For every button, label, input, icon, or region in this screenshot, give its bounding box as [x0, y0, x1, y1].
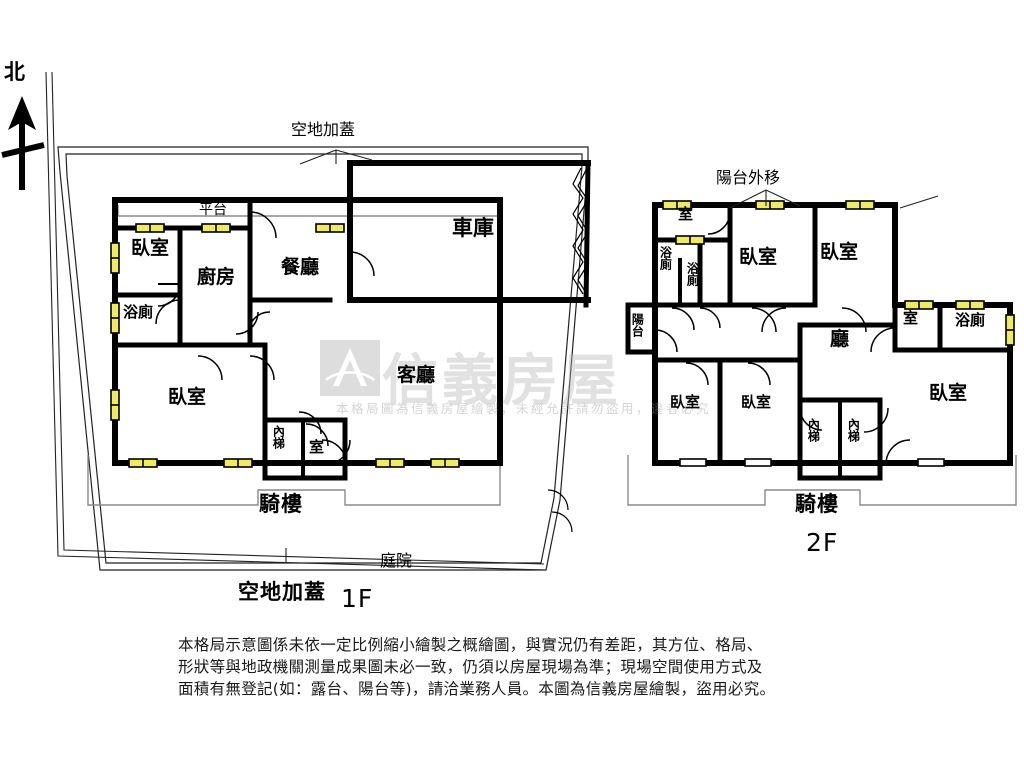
- label-courtyard-1f: 庭院: [380, 551, 413, 570]
- label-balcony-move-2f: 陽台外移: [716, 168, 781, 187]
- room-hall-2f: 廳: [830, 328, 850, 350]
- leader-lines-1f: [285, 149, 373, 563]
- room-bedroom-n2-2f: 臥室: [820, 241, 859, 263]
- label-cover-bottom-1f: 空地加蓋: [238, 580, 326, 604]
- label-platform-1f: 平台: [199, 202, 227, 218]
- room-kitchen-1f: 廚房: [197, 266, 236, 288]
- room-stair-2-2f: 內梯: [846, 418, 861, 442]
- room-bedroom-e-2f: 臥室: [929, 382, 968, 404]
- doors-2f: [654, 211, 911, 465]
- room-bath-w-1f: 浴廁: [123, 303, 154, 321]
- room-stair-1f: 內梯: [271, 425, 286, 449]
- walls-1f: [112, 160, 591, 481]
- floor-label-1f: 1F: [341, 584, 374, 613]
- room-bedroom-s2-2f: 臥室: [741, 393, 772, 411]
- floor-label-2f: 2F: [806, 528, 839, 557]
- disclaimer-line-3: 面積有無登記(如：露台、陽台等)，請洽業務人員。本圖為信義房屋繪製，盜用必究。: [178, 680, 776, 698]
- room-bath-nw-2f: 浴廁: [658, 246, 673, 270]
- room-bedroom-sw-1f: 臥室: [168, 386, 207, 408]
- leader-lines-2f: [729, 189, 939, 209]
- room-stair-1-2f: 內梯: [806, 418, 821, 442]
- room-bedroom-s1-2f: 臥室: [670, 393, 701, 411]
- garage-door-1f: [572, 167, 589, 297]
- label-arcade-1f: 騎樓: [259, 492, 303, 516]
- room-balcony-w-2f: 陽台: [630, 313, 645, 337]
- disclaimer-text: 本格局示意圖係未依一定比例縮小繪製之概繪圖，與實況仍有差距，其方位、格局、 形狀…: [178, 634, 858, 700]
- disclaimer-line-1: 本格局示意圖係未依一定比例縮小繪製之概繪圖，與實況仍有差距，其方位、格局、: [178, 636, 763, 654]
- gate-1f: [547, 489, 573, 533]
- north-label: 北: [4, 60, 25, 84]
- room-dining-1f: 餐廳: [281, 256, 320, 278]
- site-boundary-1f: [57, 146, 589, 571]
- arcade-outline-2f: [627, 455, 1017, 506]
- room-bath-nw2-2f: 浴廁: [685, 262, 700, 286]
- label-arcade-2f: 騎樓: [795, 492, 839, 516]
- room-room-nw-2f: 室: [678, 205, 694, 223]
- room-bath-e-2f: 浴廁: [955, 311, 986, 329]
- openings-2f: [679, 458, 945, 467]
- room-living-1f: 客廳: [397, 364, 436, 386]
- doors-1f: [155, 211, 375, 465]
- room-garage-1f: 車庫: [452, 216, 494, 240]
- room-bedroom-n1-2f: 臥室: [739, 246, 778, 268]
- room-room-s-1f: 室: [309, 438, 325, 456]
- courtyard-edge: [45, 71, 547, 571]
- room-bedroom-nw-1f: 臥室: [131, 237, 170, 259]
- disclaimer-line-2: 形狀等與地政機關測量成果圖未必一致，仍須以房屋現場為準；現場空間使用方式及: [178, 658, 763, 676]
- north-arrow: [1, 96, 45, 190]
- walls-2f: [625, 202, 1013, 481]
- room-room-e-2f: 室: [903, 309, 919, 327]
- label-cover-top-1f: 空地加蓋: [291, 120, 356, 139]
